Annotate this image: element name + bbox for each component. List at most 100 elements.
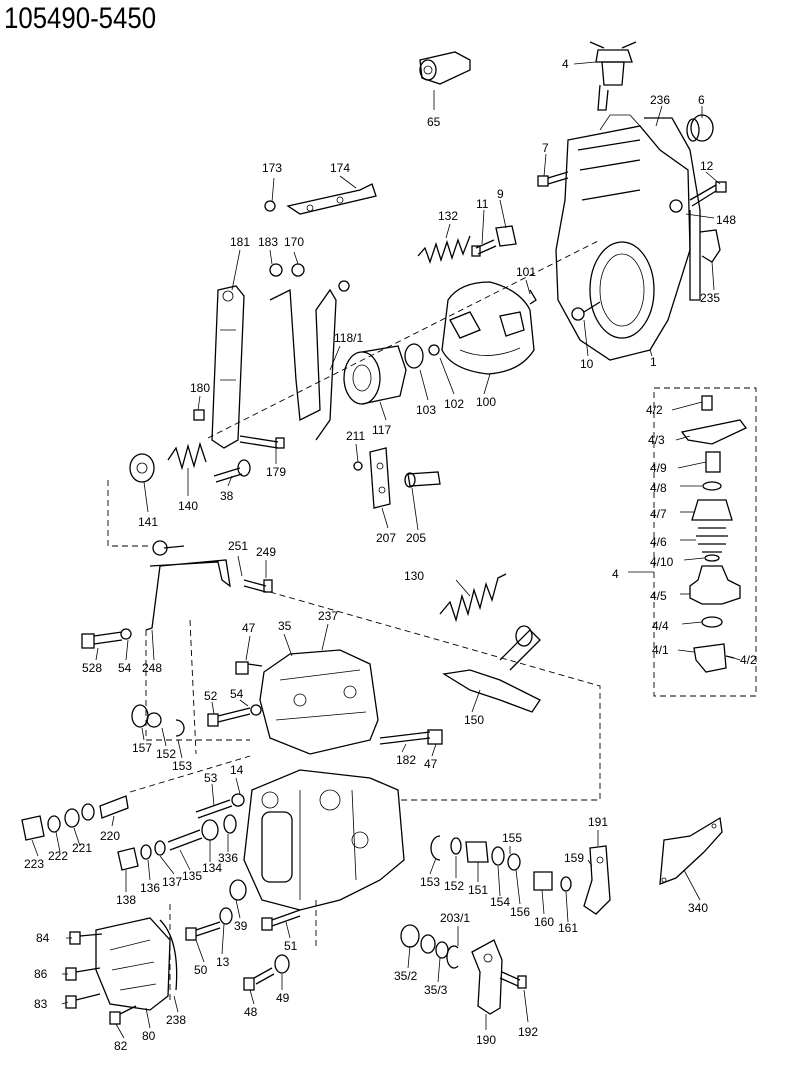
bolt-47a: [235, 661, 263, 675]
callout-154: 154: [490, 895, 510, 909]
nut-173: [264, 200, 276, 212]
bolt-84: [69, 931, 103, 945]
callout-192: 192: [518, 1025, 538, 1039]
callout-211: 211: [346, 429, 365, 443]
bolt-12: [689, 181, 727, 207]
bolt-180: [193, 409, 205, 421]
callout-11: 11: [476, 197, 489, 211]
callout-54b: 54: [230, 687, 244, 701]
callout-136: 136: [140, 881, 160, 895]
callout-251: 251: [228, 539, 248, 553]
lever-190: [471, 939, 503, 1015]
callout-138: 138: [116, 893, 136, 907]
link-170: [269, 263, 350, 441]
callout-47a: 47: [242, 621, 256, 635]
callout-336: 336: [218, 851, 238, 865]
callout-4-2a: 4/2: [646, 403, 663, 417]
bolt-10: [571, 301, 601, 321]
plate-340: [659, 816, 723, 885]
lever-248: [145, 540, 231, 631]
callout-155: 155: [502, 831, 522, 845]
callout-203-1: 203/1: [440, 911, 470, 925]
callout-140: 140: [178, 499, 198, 513]
callout-35-2: 35/2: [394, 969, 418, 983]
callout-48: 48: [244, 1005, 258, 1019]
lever-150: [442, 625, 541, 713]
callout-179: 179: [266, 465, 286, 479]
callout-130: 130: [404, 569, 424, 583]
callout-52: 52: [204, 689, 218, 703]
governor-housing: [555, 114, 701, 361]
callout-173: 173: [262, 161, 282, 175]
callout-340: 340: [688, 901, 708, 915]
callout-161: 161: [558, 921, 578, 935]
callout-248: 248: [142, 661, 162, 675]
callout-1: 1: [650, 355, 657, 369]
callout-9: 9: [497, 187, 504, 201]
callout-4-6: 4/6: [650, 535, 667, 549]
callout-160: 160: [534, 915, 554, 929]
bolt-528: [81, 628, 132, 649]
bracket-159: [583, 845, 611, 915]
detail-inset-4: [628, 387, 757, 697]
callout-205: 205: [406, 531, 426, 545]
bolt-50: [185, 921, 221, 941]
washer-102: [428, 344, 440, 356]
callout-235: 235: [700, 291, 720, 305]
sleeve-117: [343, 345, 407, 405]
spring-130: [439, 573, 507, 623]
plug-157: [131, 704, 185, 737]
callout-223: 223: [24, 857, 44, 871]
callout-86: 86: [34, 967, 48, 981]
callout-82: 82: [114, 1039, 128, 1053]
callout-10: 10: [580, 357, 594, 371]
nut-39: [219, 879, 247, 925]
leader-lines: [31, 61, 741, 1039]
callout-4-1: 4/1: [652, 643, 669, 657]
bolt-179: [239, 435, 285, 449]
bolt-53: [195, 793, 245, 819]
callout-207: 207: [376, 531, 396, 545]
washer-49: [274, 954, 290, 974]
callout-49: 49: [276, 991, 290, 1005]
shaft-parts-151: [430, 835, 572, 892]
callout-47b: 47: [424, 757, 438, 771]
callout-135: 135: [182, 869, 202, 883]
sleeve-65: [419, 51, 471, 85]
callout-156: 156: [510, 905, 530, 919]
callout-117: 117: [372, 423, 391, 437]
washer-101: [529, 289, 537, 305]
callout-148: 148: [716, 213, 736, 227]
callout-152b: 152: [444, 879, 464, 893]
shaft-182: [379, 729, 443, 745]
callout-170: 170: [284, 235, 304, 249]
callout-4-4: 4/4: [652, 619, 669, 633]
callout-528: 528: [82, 661, 102, 675]
callout-100: 100: [476, 395, 496, 409]
callout-80: 80: [142, 1029, 156, 1043]
bolt-249: [243, 579, 273, 593]
callout-4-2b: 4/2: [740, 653, 757, 667]
callout-54a: 54: [118, 661, 132, 675]
callout-237: 237: [318, 609, 338, 623]
bolt-52: [207, 704, 262, 727]
callout-4-10: 4/10: [650, 555, 674, 569]
callout-141: 141: [138, 515, 158, 529]
callout-191: 191: [588, 815, 608, 829]
cover-237: [259, 649, 379, 755]
callout-4-5: 4/5: [650, 589, 667, 603]
bracket-9: [495, 225, 517, 247]
callout-153b: 153: [420, 875, 440, 889]
callout-181: 181: [230, 235, 250, 249]
pump-body: [243, 769, 405, 911]
callout-12: 12: [700, 159, 714, 173]
drawing-number: 105490-5450: [4, 2, 157, 35]
callout-84: 84: [36, 931, 50, 945]
callout-150: 150: [464, 713, 484, 727]
clip-235: [699, 229, 721, 263]
bracket-207: [369, 447, 391, 509]
lever-181: [211, 285, 245, 449]
callout-220: 220: [100, 829, 120, 843]
bolt-7: [537, 171, 569, 187]
bolt-83: [65, 993, 101, 1009]
